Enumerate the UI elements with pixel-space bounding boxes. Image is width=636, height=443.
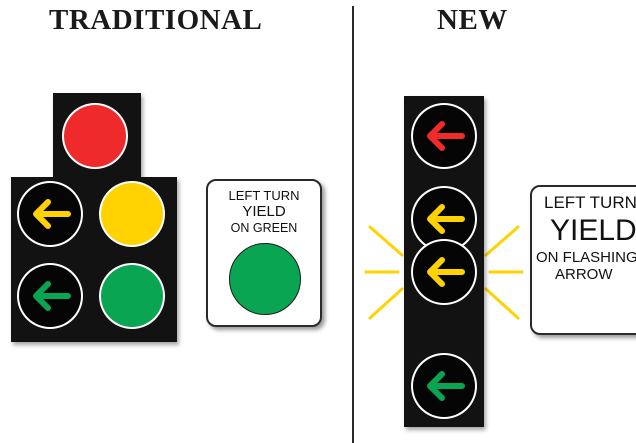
- new-green-arrow-lamp: [413, 355, 475, 417]
- sign-line-3: ON GREEN: [230, 220, 298, 235]
- sign-line-4: ARROW: [555, 266, 613, 284]
- left-arrow-icon: [427, 371, 465, 401]
- traditional-yield-sign: LEFT TURN YIELD ON GREEN: [206, 179, 322, 327]
- left-arrow-icon: [427, 121, 465, 151]
- new-yellow-arrow-lamp: [413, 188, 475, 250]
- new-red-arrow-lamp: [413, 105, 475, 167]
- traditional-green-ball: [101, 265, 163, 327]
- new-flashing-yellow-arrow-lamp: [413, 241, 475, 303]
- traditional-yellow-arrow-lamp: [19, 183, 81, 245]
- traditional-yellow-ball: [101, 183, 163, 245]
- sign-line-1: LEFT TURN: [228, 188, 300, 203]
- new-heading: NEW: [437, 4, 508, 36]
- traditional-red-ball: [64, 105, 126, 167]
- left-arrow-icon: [33, 281, 71, 311]
- sign-line-3: ON FLASHING: [536, 248, 636, 266]
- sign-line-2: YIELD: [550, 213, 636, 247]
- sign-line-1: LEFT TURN: [544, 193, 636, 212]
- left-arrow-icon: [427, 204, 465, 234]
- traditional-green-arrow-lamp: [19, 265, 81, 327]
- left-arrow-icon: [427, 257, 465, 287]
- sign-green-circle: [229, 243, 301, 315]
- new-yield-sign: LEFT TURN YIELD ON FLASHING ARROW: [530, 185, 636, 335]
- left-arrow-icon: [33, 199, 71, 229]
- sign-line-2: YIELD: [242, 203, 286, 221]
- traditional-heading: TRADITIONAL: [49, 4, 263, 36]
- divider-line: [352, 6, 354, 443]
